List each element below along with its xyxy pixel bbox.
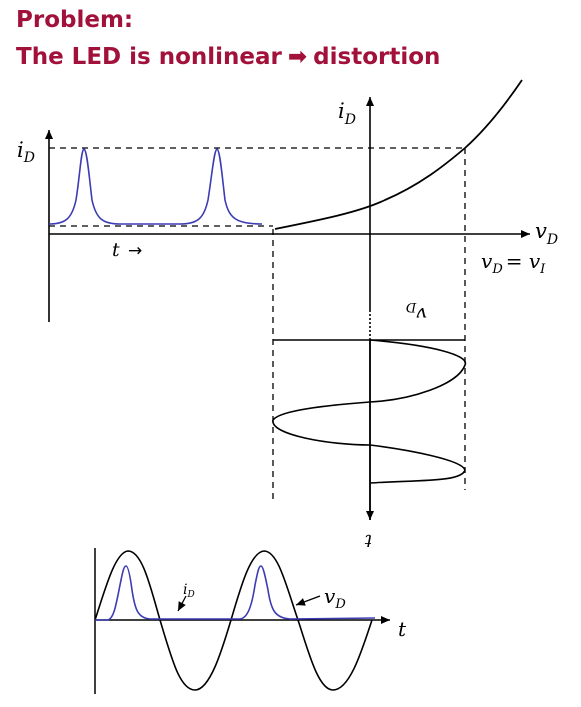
implies-arrow-icon: ➡ (287, 44, 308, 70)
iv-axes (49, 97, 530, 520)
title-line-1: Problem: (16, 7, 134, 33)
title-distortion-text: distortion (313, 44, 441, 70)
overlay-current-pulses (95, 565, 376, 621)
current-pulse-trace (48, 148, 263, 225)
overlay-time-label: t (398, 617, 407, 641)
input-voltage-sinusoid (272, 339, 467, 484)
overlay-vD-label: vD (324, 584, 346, 612)
vD-pointer-arrow (295, 595, 321, 606)
vD-equals-vI-label: vD= vI (481, 249, 546, 277)
left-time-label: t (112, 239, 120, 261)
led-iv-curve (274, 79, 523, 230)
left-time-arrow-icon: → (128, 241, 142, 261)
projection-lines (49, 147, 466, 500)
rotated-time-label: t (364, 530, 372, 551)
overlay-iD-label: iD (183, 582, 195, 600)
overlay-plot: iD vD t (94, 548, 407, 694)
voltage-time-plot: vD t (272, 299, 467, 551)
title-line-2: The LED is nonlinear➡distortion (16, 46, 440, 69)
main-iD-label: iD (338, 99, 356, 128)
vD-axis-label: vD (535, 219, 558, 248)
overlay-voltage-sinusoid (94, 550, 373, 691)
title-nonlinear-text: The LED is nonlinear (16, 44, 282, 70)
iD-pointer-arrow (177, 595, 187, 612)
current-time-plot: iD t → (17, 130, 263, 322)
rotated-vD-label: vD (405, 299, 427, 325)
left-iD-label: iD (17, 138, 35, 166)
